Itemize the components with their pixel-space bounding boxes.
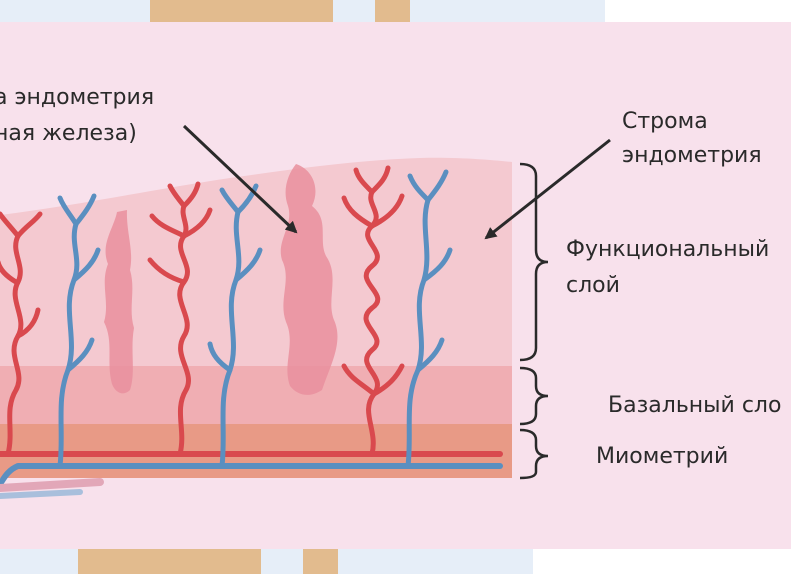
stroma-label-line-1: Строма — [622, 109, 708, 134]
bottom-strip-tan-2 — [303, 549, 338, 574]
artery-tail — [0, 478, 104, 492]
bottom-strip-blue-right — [338, 549, 533, 574]
bottom-strip-blue-left — [0, 549, 78, 574]
vein-tail — [0, 489, 83, 499]
bottom-strip-blue-mid — [261, 549, 303, 574]
spiral-artery-2 — [147, 181, 213, 457]
basal-layer-bracket — [519, 366, 549, 426]
basal-layer-region — [0, 366, 512, 424]
top-strip-blue-right — [410, 0, 605, 22]
top-strip-tan-1 — [150, 0, 333, 22]
gland-pointer-arrow — [182, 124, 298, 234]
spiral-artery-1 — [0, 211, 43, 457]
myometrium-label: Миометрий — [596, 444, 728, 469]
basal-layer-label: Базальный сло — [608, 393, 781, 418]
uterine-gland-left — [104, 210, 134, 394]
functional-layer-label-line-1: Функциональный — [566, 237, 769, 262]
stroma-label-line-2: эндометрия — [622, 143, 762, 168]
top-strip-blue-left — [0, 0, 150, 22]
spiral-artery-3 — [341, 165, 405, 457]
gland-label-line-2: ная железа) — [0, 121, 137, 146]
top-strip-blue-mid — [333, 0, 375, 22]
gland-label-line-1: а эндометрия — [0, 85, 154, 110]
bottom-strip-tan-1 — [78, 549, 261, 574]
stroma-pointer-arrow — [484, 138, 611, 240]
vein-2 — [207, 183, 263, 469]
vein-curve — [0, 463, 20, 486]
top-strip-tan-2 — [375, 0, 410, 22]
functional-layer-bracket — [519, 162, 549, 362]
functional-layer-label-line-2: слой — [566, 273, 620, 298]
vein-1 — [57, 193, 101, 469]
myometrium-bracket — [519, 428, 549, 480]
vein-3 — [405, 169, 453, 469]
